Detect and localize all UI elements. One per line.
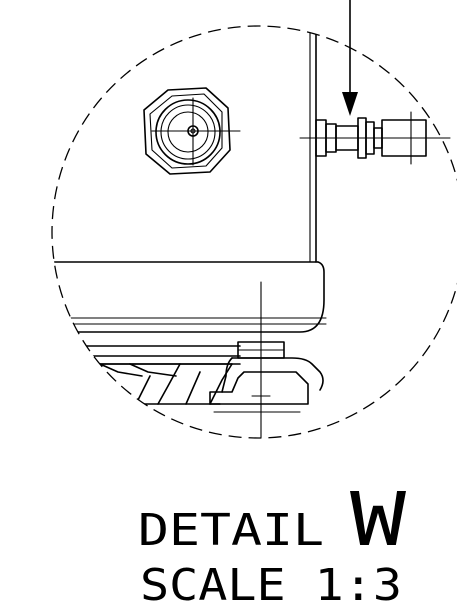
base-flange <box>52 261 327 365</box>
mounting-foot <box>209 341 324 413</box>
detail-boundary-circle <box>51 25 457 439</box>
leader-arrow <box>342 0 358 116</box>
detail-labels: DETAIL W SCALE 1:3 <box>138 477 407 611</box>
detail-word: DETAIL <box>138 505 324 556</box>
side-valve <box>299 111 451 165</box>
scale-label: SCALE 1:3 <box>140 560 402 611</box>
detail-letter: W <box>350 477 407 563</box>
lower-skirt <box>59 363 233 405</box>
hex-nut-fitting <box>143 87 241 175</box>
part-geometry <box>52 26 327 438</box>
